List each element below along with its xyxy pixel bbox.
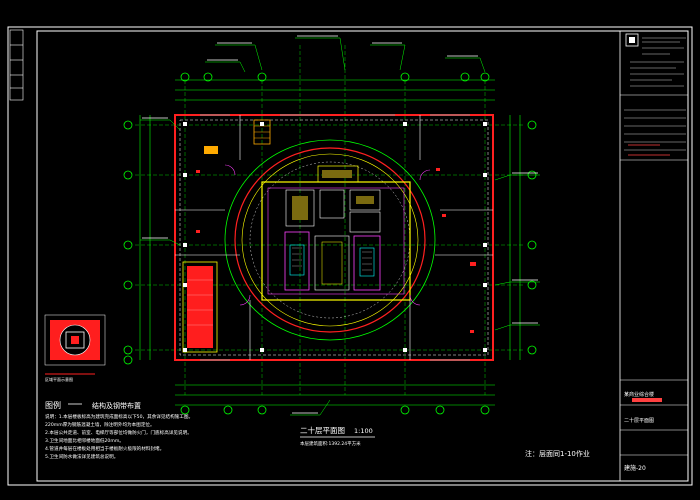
dimension-lines [139,79,521,406]
plan-scale: 1:100 [354,427,373,435]
legend-note-6: 5.卫生间防水做法详见建筑总说明。 [45,453,118,460]
binding-strip [9,29,24,101]
title-block-sheet-name: 二十层平面图 [624,417,654,424]
company-logo [625,33,639,47]
key-plan-caption: 区域平面示意图 [45,376,73,382]
title-block: 某商业综合楼 二十层平面图 建施-20 [619,30,689,482]
core-frame [261,181,411,301]
plan-title-group: 二十层平面图 1:100 本层建筑面积:1392.24平方米 [300,425,375,447]
window-marks [200,114,470,361]
legend-notes: 图例 结构及钢带布置 说明：1.本层楼板标高为建筑完成面标高以下50，其余详见结… [45,400,193,460]
plan-subtitle: 本层建筑面积:1392.24平方米 [300,440,361,447]
legend-note-4: 3.卫生间地面比相邻楼地面低20mm。 [45,437,124,444]
grid-bubbles [123,72,537,415]
stair-room [182,261,218,353]
exterior-wall [174,114,494,361]
bottom-note: 注：层面同1-10作业 [525,449,590,458]
title-block-sheet-no: 建施-20 [624,464,646,472]
door-swings [224,164,431,306]
equipment-room [204,146,218,154]
sheet-inner-border [36,30,689,482]
legend-heading: 结构及钢带布置 [92,401,141,410]
plan-title: 二十层平面图 [300,425,345,435]
callout-text-marks [142,35,538,414]
legend-note-3: 2.本层公共走道、前室、电梯厅等部位均做防火门，门底标高详见说明。 [45,429,192,436]
title-block-project: 某商业综合楼 [624,391,654,398]
columns [183,122,487,352]
legend-note-5: 4.管道井每层在楼板处用相当于楼板耐火极限的材料封堵。 [45,445,164,452]
core-rooms [284,165,381,291]
legend-note-2: 220mm厚为钢筋混凝土墙，除注明外均为本图定位。 [45,421,155,428]
sheet-outer-border [7,26,693,486]
annotation-markers [196,168,476,333]
key-plan: 区域平面示意图 [44,314,106,382]
legend-title: 图例 [45,400,61,410]
callout-leaders [140,37,540,416]
interior-walls [175,115,493,360]
legend-note-1: 说明：1.本层楼板标高为建筑完成面标高以下50，其余详见结构施工图。 [45,413,193,420]
